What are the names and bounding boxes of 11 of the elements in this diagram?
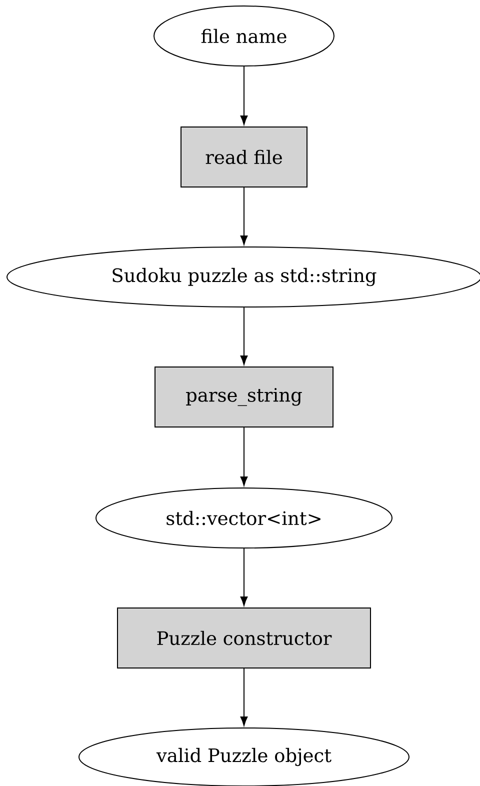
arrow (240, 66, 248, 125)
arrow (240, 307, 248, 365)
ellipse-node: std::vector<int> (96, 488, 392, 548)
arrow (240, 668, 248, 726)
process-box: read file (180, 126, 308, 188)
arrow (240, 548, 248, 606)
arrow (240, 427, 248, 486)
process-box: Puzzle constructor (117, 608, 371, 668)
arrow (240, 187, 248, 245)
ellipse-node: file name (154, 6, 334, 66)
process-box: parse_string (154, 366, 334, 428)
